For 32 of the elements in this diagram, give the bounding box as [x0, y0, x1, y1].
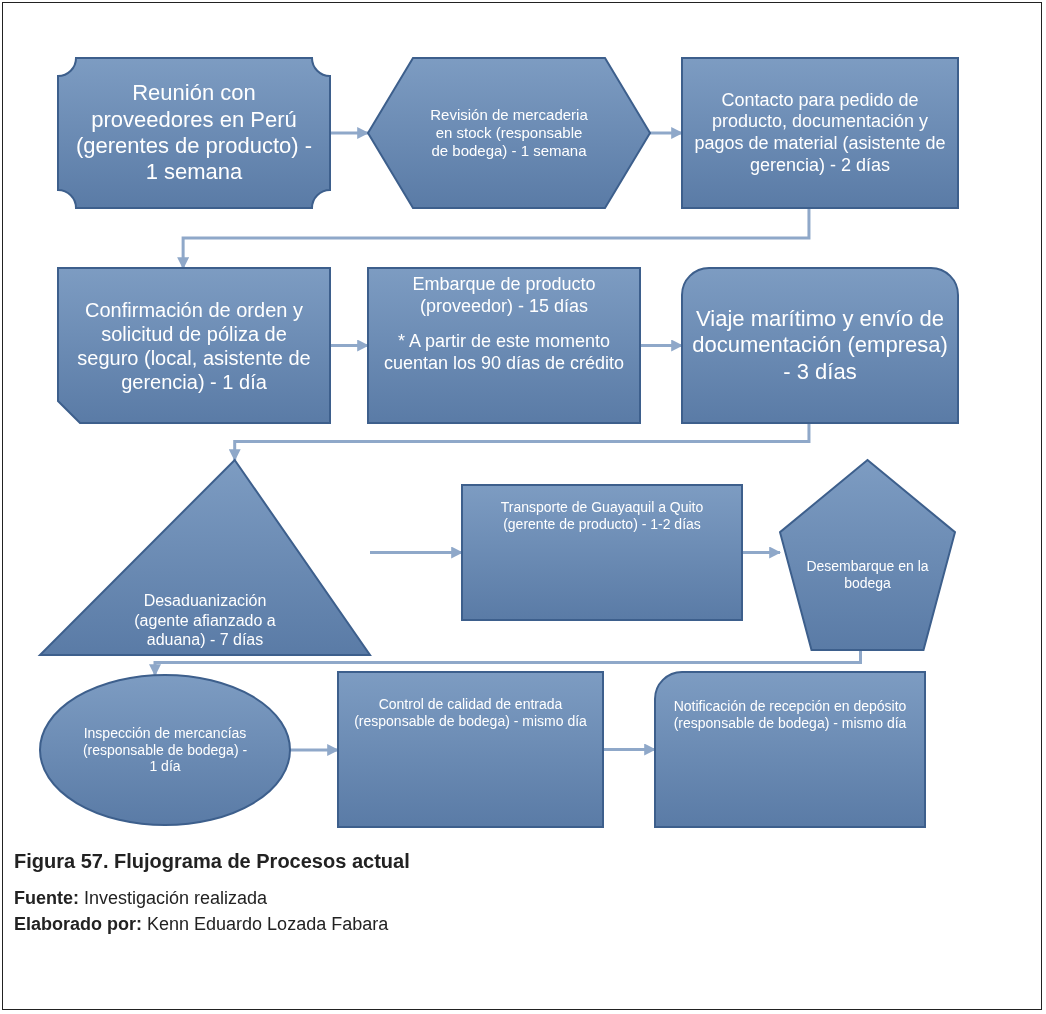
process-box [338, 672, 603, 827]
node-text: Viaje marítimo y envío de documentación (empresa) - 3 días [692, 305, 948, 386]
node-text: Reunión con proveedores en Perú (gerentes de producto) - 1 semana [75, 80, 313, 186]
arrow [177, 208, 811, 270]
node-text: Embarque de producto (proveedor) - 15 días [411, 274, 597, 318]
process-triangle [40, 460, 370, 655]
arrow [228, 423, 811, 462]
source-note: Elaborado por: Kenn Eduardo Lozada Fabara [14, 914, 389, 935]
process-box [462, 485, 742, 620]
node-text: Inspección de mercancías (responsable de bodega) - 1 día [81, 724, 249, 776]
arrow [330, 127, 370, 139]
process-ellipse [40, 675, 290, 825]
node-text: Transporte de Guayaquil a Quito (gerente de producto) - 1-2 días [499, 499, 705, 533]
node-text: Desembarque en la bodega [805, 558, 930, 592]
node-text: Control de calidad de entrada (responsable de bodega) - mismo día [353, 696, 588, 730]
process-box [682, 268, 958, 423]
process-box [58, 268, 330, 423]
node-text: Contacto para pedido de producto, documentación y pagos de material (asistente de gerencia) - 2 días [693, 89, 947, 177]
node-text: Confirmación de orden y solicitud de póliza de seguro (local, asistente de gerencia) - 1 día [76, 297, 312, 394]
node-text: * A partir de este momento cuentan los 90 días de crédito [382, 331, 626, 375]
arrow [742, 546, 782, 559]
node-text: Desaduanización (agente afianzado a aduana) - 7 días [133, 591, 277, 649]
node-text: Notificación de recepción en depósito (responsable de bodega) - mismo día [672, 698, 908, 732]
preparation-hexagon [368, 58, 650, 208]
process-plaque [58, 58, 330, 208]
process-box [682, 58, 958, 208]
node-text: Revisión de mercaderia en stock (responsable de bodega) - 1 semana [429, 106, 589, 160]
process-box [368, 268, 640, 423]
source-note: Fuente: Investigación realizada [14, 888, 268, 909]
figure-caption: Figura 57. Flujograma de Procesos actual [14, 850, 410, 873]
process-pentagon [780, 460, 955, 650]
process-box [655, 672, 925, 827]
